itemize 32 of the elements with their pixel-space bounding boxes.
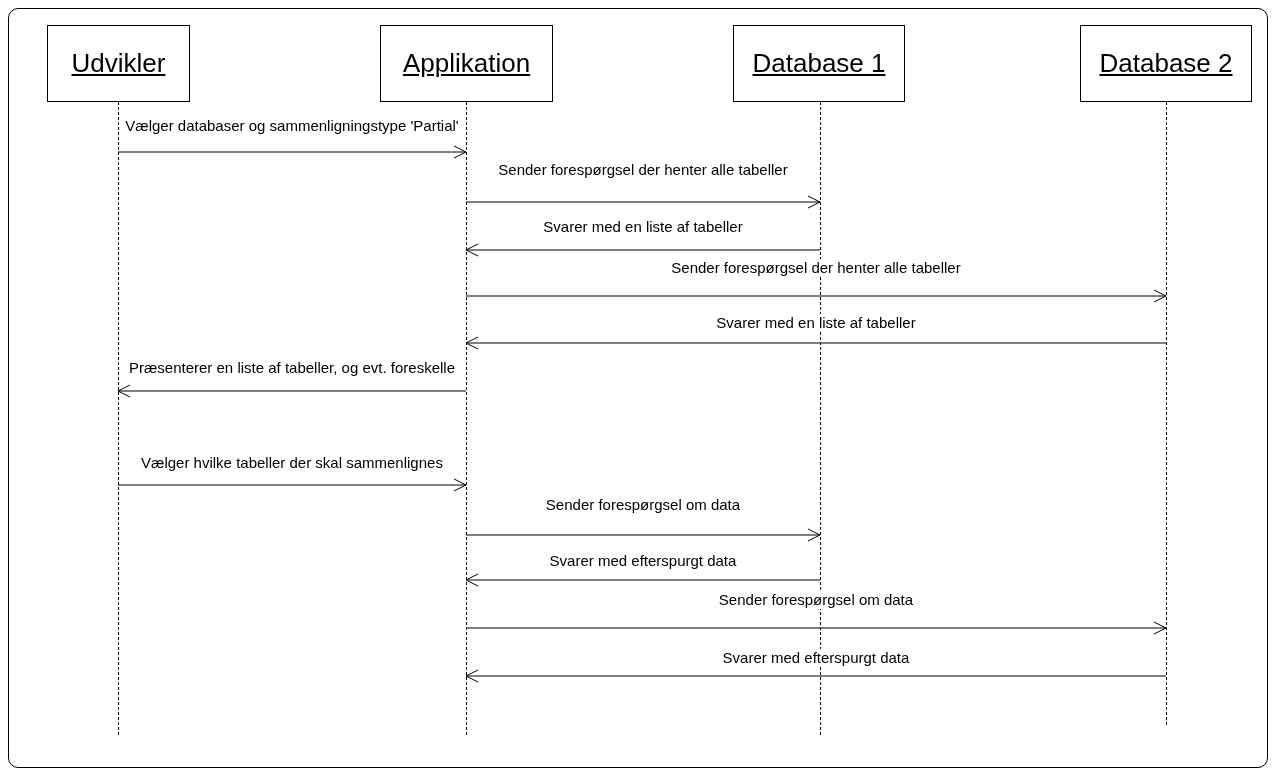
participant-box [47,25,190,102]
message-label: Sender forespørgsel der henter alle tabeller [669,259,963,277]
message-arrow [465,528,821,542]
participant-name: Udvikler [71,48,166,79]
message-arrow [117,384,467,398]
participant-box [380,25,553,102]
message-arrow [465,195,821,209]
message-arrow [465,243,821,257]
message-arrow [117,145,467,159]
message-label: Sender forespørgsel om data [716,591,916,609]
message-label: Svarer med efterspurgt data [547,552,739,570]
message-label: Vælger hvilke tabeller der skal sammenlignes [139,454,445,472]
message-label: Præsenterer en liste af tabeller, og evt. foreskelle [127,359,457,377]
message-arrow [465,336,1167,350]
message-arrow [465,669,1167,683]
message-label: Sender forespørgsel om data [543,496,743,514]
message-label: Svarer med efterspurgt data [720,649,912,667]
participant-box [1080,25,1252,102]
participant-name: Database 1 [752,48,886,79]
message-arrow [117,478,467,492]
participant-name: Database 2 [1099,48,1233,79]
participant-box [733,25,905,102]
message-label: Vælger databaser og sammenligningstype 'Partial' [123,117,461,135]
message-arrow [465,621,1167,635]
message-label: Svarer med en liste af tabeller [714,314,918,332]
lifeline [466,102,467,735]
message-label: Sender forespørgsel der henter alle tabeller [496,161,790,179]
participant-name: Applikation [402,48,531,79]
lifeline [118,102,119,735]
message-arrow [465,289,1167,303]
message-arrow [465,573,821,587]
lifeline [1166,102,1167,725]
